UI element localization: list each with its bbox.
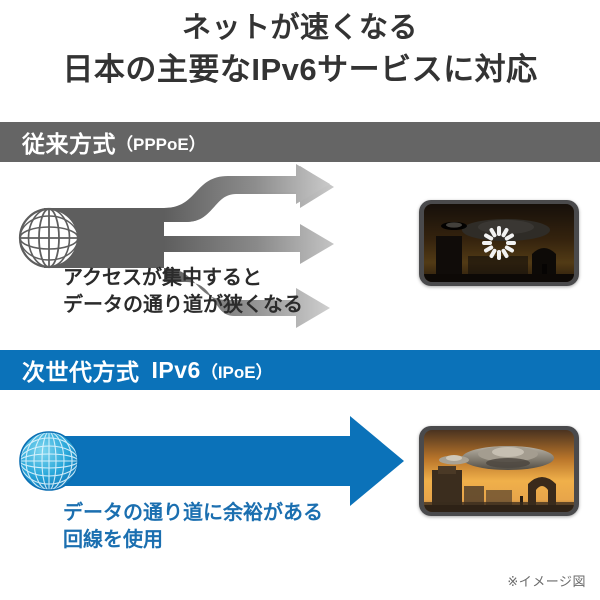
- data-flow-next: [44, 416, 404, 506]
- globe-outline-icon: [18, 207, 80, 269]
- data-flow-legacy-upper: [164, 164, 330, 222]
- phone-legacy: [419, 200, 579, 286]
- title-line-1: ネットが速くなる: [181, 12, 418, 44]
- globe-filled-icon: [18, 430, 80, 492]
- section-header-next-sublabel: （IPoE）: [200, 362, 273, 382]
- section-header-next-label: 次世代方式: [22, 359, 140, 385]
- section-body-next: データの通り道に余裕がある 回線を使用: [0, 390, 600, 575]
- section-header-next-protocol: IPv6: [151, 356, 201, 383]
- section-body-legacy: アクセスが集中すると データの通り道が狭くなる: [0, 162, 600, 350]
- section-header-legacy: 従来方式 （PPPoE）: [0, 122, 600, 162]
- screen-dim-overlay: [424, 204, 574, 282]
- title-line-2: 日本の主要なIPv6サービスに対応: [62, 52, 538, 87]
- section-header-legacy-label: 従来方式: [22, 131, 116, 157]
- caption-legacy: アクセスが集中すると データの通り道が狭くなる: [63, 267, 303, 316]
- section-header-legacy-sublabel: （PPPoE）: [116, 134, 206, 154]
- loading-spinner-icon: [482, 226, 516, 260]
- section-header-next: 次世代方式 IPv6 （IPoE）: [0, 350, 600, 390]
- phone-legacy-screen: [424, 204, 574, 282]
- footnote-disclaimer: ※イメージ図: [507, 574, 586, 589]
- page-title: ネットが速くなる 日本の主要なIPv6サービスに対応: [0, 8, 600, 92]
- caption-next: データの通り道に余裕がある 回線を使用: [63, 502, 323, 551]
- phone-next: [419, 426, 579, 516]
- phone-next-screen: [424, 430, 574, 512]
- video-scene: [424, 430, 574, 512]
